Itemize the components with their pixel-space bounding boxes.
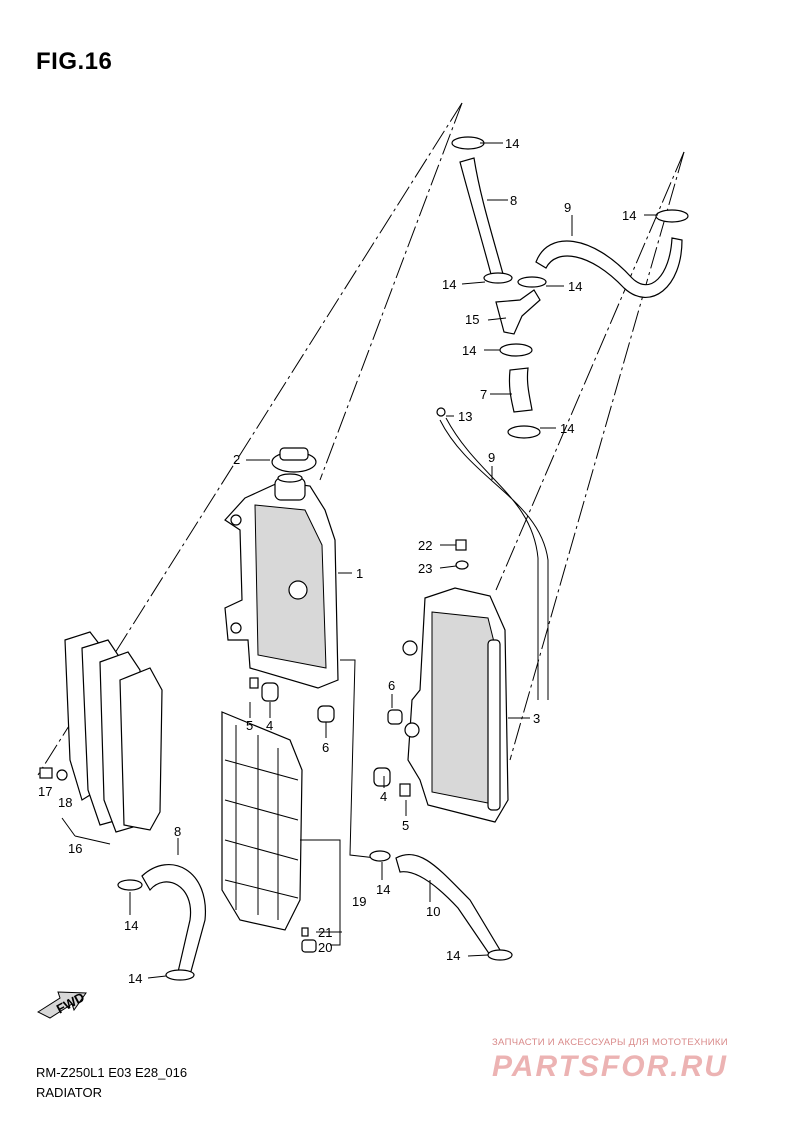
radiator-covers (64, 631, 163, 833)
callout-label: 1 (356, 566, 363, 581)
diagram-code: RM-Z250L1 E03 E28_016 (36, 1065, 188, 1080)
callout-label: 14 (568, 279, 582, 294)
radiator-louver (221, 711, 303, 931)
fwd-arrow-icon: FWD (36, 989, 87, 1019)
callout-label: 3 (533, 711, 540, 726)
callout-label: 10 (426, 904, 440, 919)
callout-labels: 14 8 9 14 14 14 15 14 7 13 14 9 2 1 22 2… (38, 136, 636, 986)
watermark-logo: PARTSFOR.RU (492, 1050, 728, 1083)
leader-lines (61, 142, 658, 979)
figure-title: FIG.16 (36, 48, 113, 75)
callout-label: 6 (322, 740, 329, 755)
callout-label: 5 (246, 718, 253, 733)
mounting-hardware (39, 539, 469, 953)
callout-label: 5 (402, 818, 409, 833)
callout-label: 14 (128, 971, 142, 986)
diagram-name: RADIATOR (36, 1085, 102, 1100)
callout-label: 14 (505, 136, 519, 151)
callout-label: 4 (266, 718, 273, 733)
callout-label: 9 (564, 200, 571, 215)
callout-label: 8 (510, 193, 517, 208)
callout-label: 14 (124, 918, 138, 933)
callout-label: 8 (174, 824, 181, 839)
callout-label: 14 (446, 948, 460, 963)
callout-label: 14 (462, 343, 476, 358)
callout-label: 2 (233, 452, 240, 467)
callout-label: 7 (480, 387, 487, 402)
callout-label: 6 (388, 678, 395, 693)
callout-label: 18 (58, 795, 72, 810)
callout-label: 16 (68, 841, 82, 856)
callout-label: 13 (458, 409, 472, 424)
callout-label: 19 (352, 894, 366, 909)
callout-label: 9 (488, 450, 495, 465)
radiator-right (402, 587, 509, 823)
callout-label: 14 (622, 208, 636, 223)
radiator-cap (271, 447, 317, 473)
radiator-left (224, 473, 339, 689)
callout-label: 4 (380, 789, 387, 804)
hoses (141, 157, 683, 976)
callout-label: 14 (560, 421, 574, 436)
callout-label: 17 (38, 784, 52, 799)
callout-label: 23 (418, 561, 432, 576)
callout-label: 14 (376, 882, 390, 897)
callout-label: 15 (465, 312, 479, 327)
callout-label: 14 (442, 277, 456, 292)
callout-label: 21 (318, 925, 332, 940)
callout-label: 22 (418, 538, 432, 553)
watermark-caption: ЗАПЧАСТИ И АКСЕССУАРЫ ДЛЯ МОТОТЕХНИКИ (492, 1037, 728, 1048)
callout-label: 20 (318, 940, 332, 955)
